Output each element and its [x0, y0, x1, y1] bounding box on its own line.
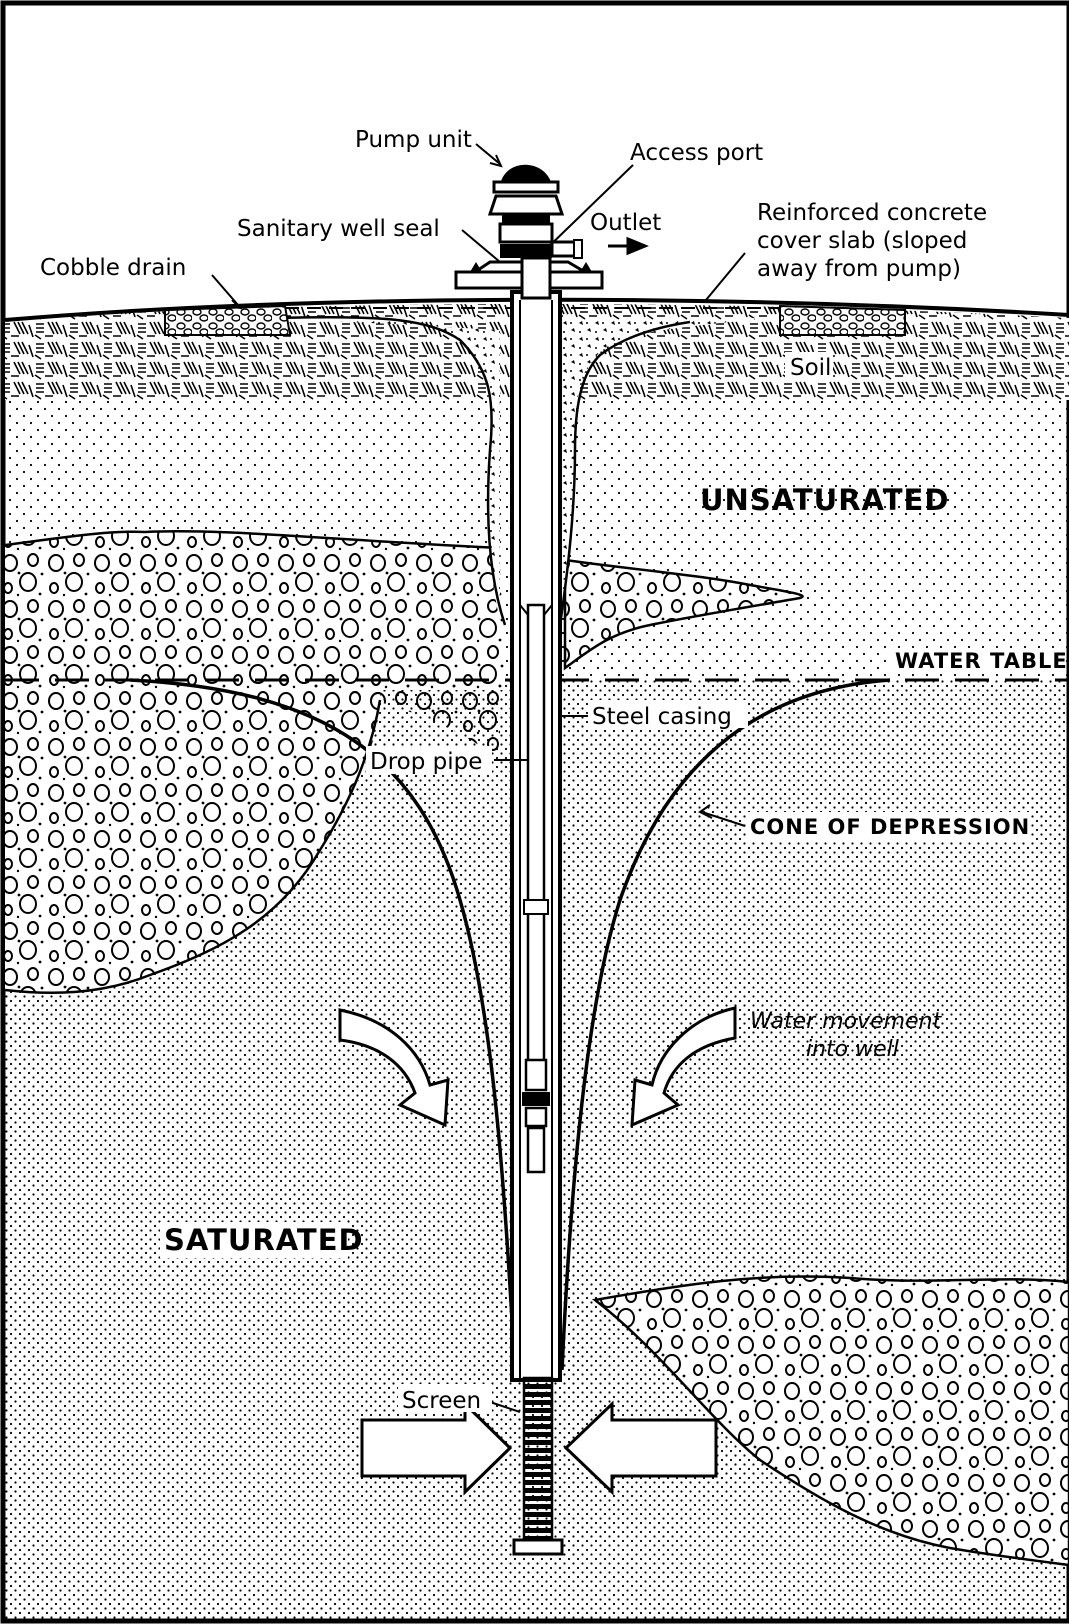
steel-casing-label: Steel casing: [592, 704, 732, 730]
sanitary-well-seal-label: Sanitary well seal: [237, 216, 440, 242]
water-movement-label-line2: into well: [806, 1037, 899, 1062]
unsaturated-label: UNSATURATED: [700, 483, 949, 517]
cobble-drain-label: Cobble drain: [40, 255, 186, 281]
outlet-label: Outlet: [590, 210, 661, 236]
soil-label: Soil: [790, 355, 831, 381]
cone-of-depression-label: CONE OF DEPRESSION: [750, 815, 1030, 839]
drop-pipe: [528, 605, 544, 1075]
saturated-label: SATURATED: [164, 1223, 364, 1257]
cover-slab-label-line2: cover slab (sloped: [757, 228, 967, 254]
drop-pipe-label: Drop pipe: [370, 749, 482, 775]
screen-label: Screen: [402, 1388, 481, 1414]
cover-slab-label-line1: Reinforced concrete: [757, 200, 987, 226]
water-table-label: WATER TABLE: [895, 649, 1068, 673]
water-movement-label-line1: Water movement: [750, 1009, 943, 1034]
pump-unit-label: Pump unit: [355, 127, 472, 153]
cover-slab-label-line3: away from pump): [757, 256, 961, 282]
access-port-label: Access port: [630, 140, 763, 166]
